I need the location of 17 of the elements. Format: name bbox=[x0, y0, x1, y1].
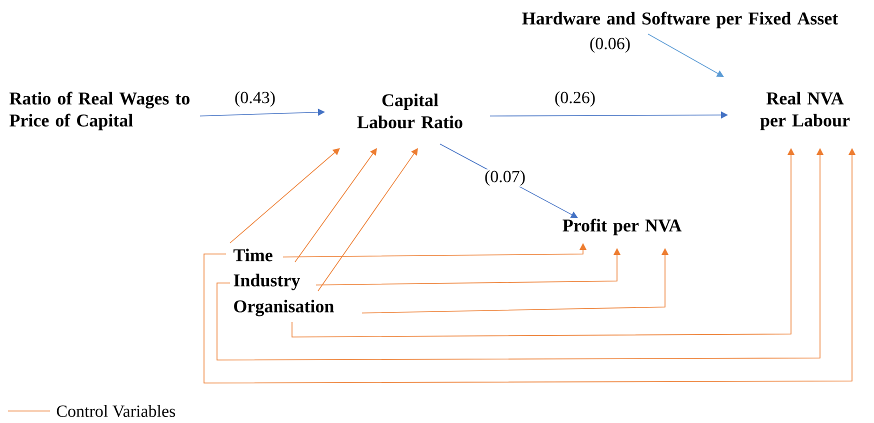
edge-label: (0.43) bbox=[233, 90, 277, 108]
arrow bbox=[294, 148, 377, 262]
edge-label: (0.07) bbox=[483, 169, 527, 187]
variable-label: Real NVA per Labour bbox=[760, 92, 850, 130]
variable-label: Ratio of Real Wages to Price of Capital bbox=[10, 92, 190, 130]
arrow bbox=[648, 34, 724, 77]
variable-label: Profit per NVA bbox=[562, 218, 682, 236]
edge-label: (0.06) bbox=[588, 36, 632, 54]
variable-label: Hardware and Software per Fixed Asset bbox=[522, 12, 838, 28]
variable-label: Time bbox=[234, 248, 272, 262]
edge-label: (0.26) bbox=[553, 90, 597, 108]
arrow bbox=[230, 148, 340, 244]
legend-label: Control Variables bbox=[56, 404, 176, 418]
arrow bbox=[318, 148, 418, 292]
variable-label: Capital Labour Ratio bbox=[357, 94, 462, 128]
variable-label: Industry bbox=[234, 274, 300, 290]
variable-label: Organisation bbox=[234, 300, 334, 316]
